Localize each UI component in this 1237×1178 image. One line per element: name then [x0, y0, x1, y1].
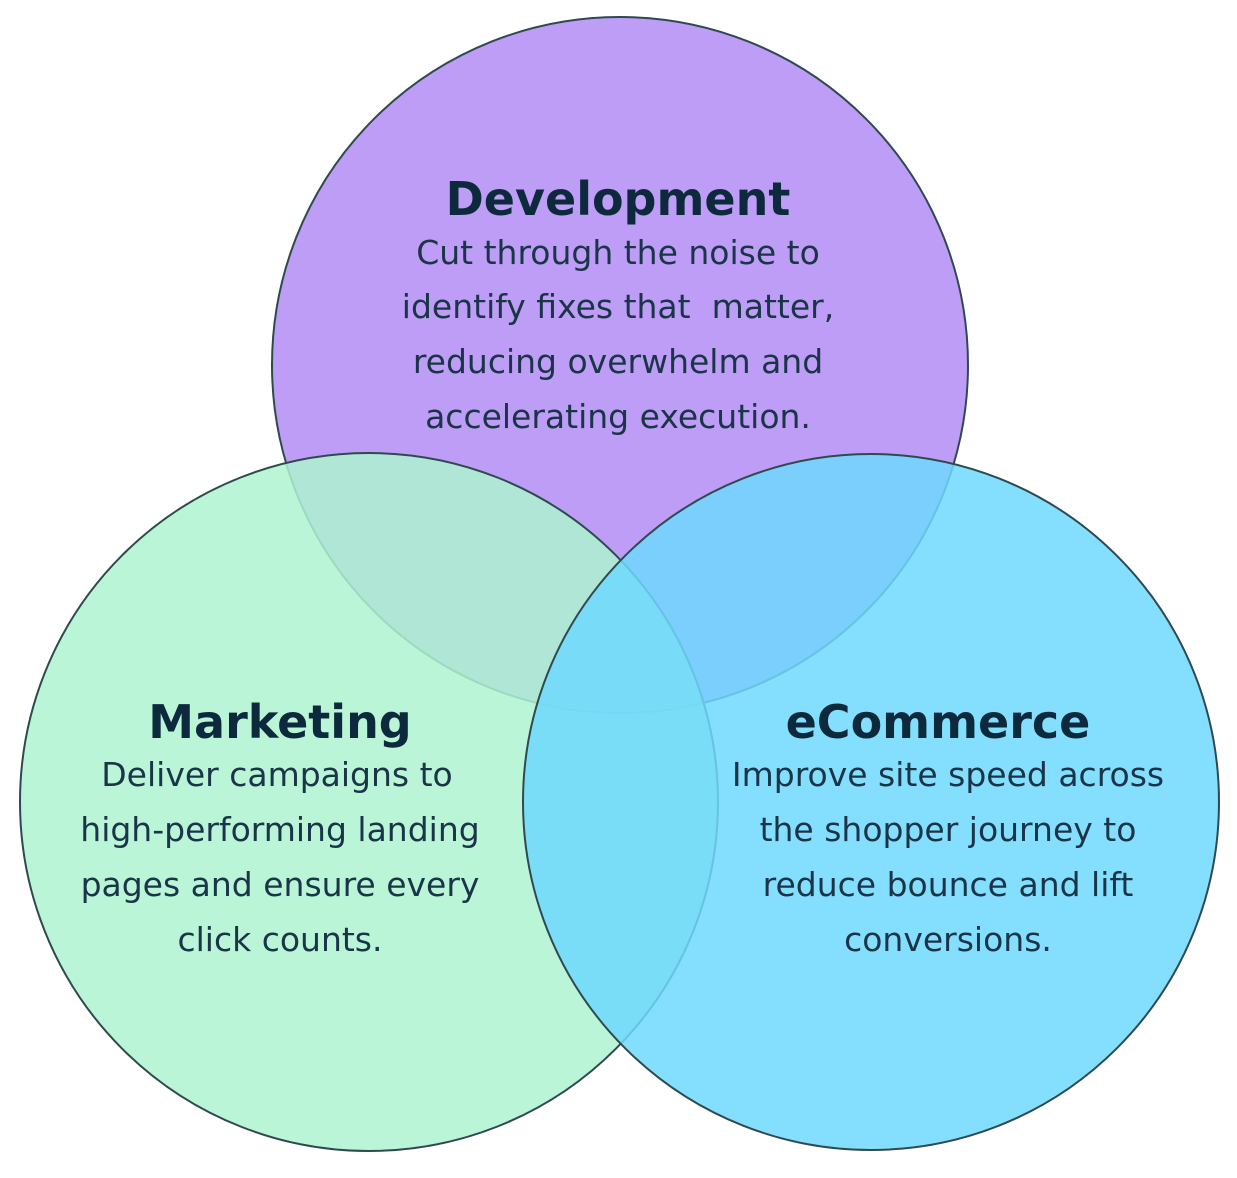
ecommerce-title: eCommerce	[786, 695, 1091, 749]
development-title: Development	[446, 172, 791, 226]
ecommerce-label-group: eCommerce Improve site speed across the …	[732, 695, 1164, 959]
ecommerce-line-3: reduce bounce and lift	[763, 865, 1134, 904]
development-line-1: Cut through the noise to	[416, 233, 820, 272]
ecommerce-line-4: conversions.	[844, 920, 1052, 959]
development-line-2: identify fixes that matter,	[402, 287, 834, 326]
development-line-3: reducing overwhelm and	[413, 342, 823, 381]
circles	[19, 16, 1220, 1152]
circle-ecommerce	[522, 453, 1220, 1151]
marketing-title: Marketing	[148, 695, 412, 749]
marketing-line-3: pages and ensure every	[81, 865, 480, 904]
marketing-line-1: Deliver campaigns to	[101, 755, 452, 794]
ecommerce-line-1: Improve site speed across	[732, 755, 1164, 794]
marketing-line-4: click counts.	[177, 920, 382, 959]
marketing-line-2: high-performing landing	[80, 810, 479, 849]
development-line-4: accelerating execution.	[425, 397, 811, 436]
marketing-label-group: Marketing Deliver campaigns to high-perf…	[80, 695, 479, 959]
development-label-group: Development Cut through the noise to ide…	[402, 172, 834, 436]
ecommerce-line-2: the shopper journey to	[760, 810, 1137, 849]
